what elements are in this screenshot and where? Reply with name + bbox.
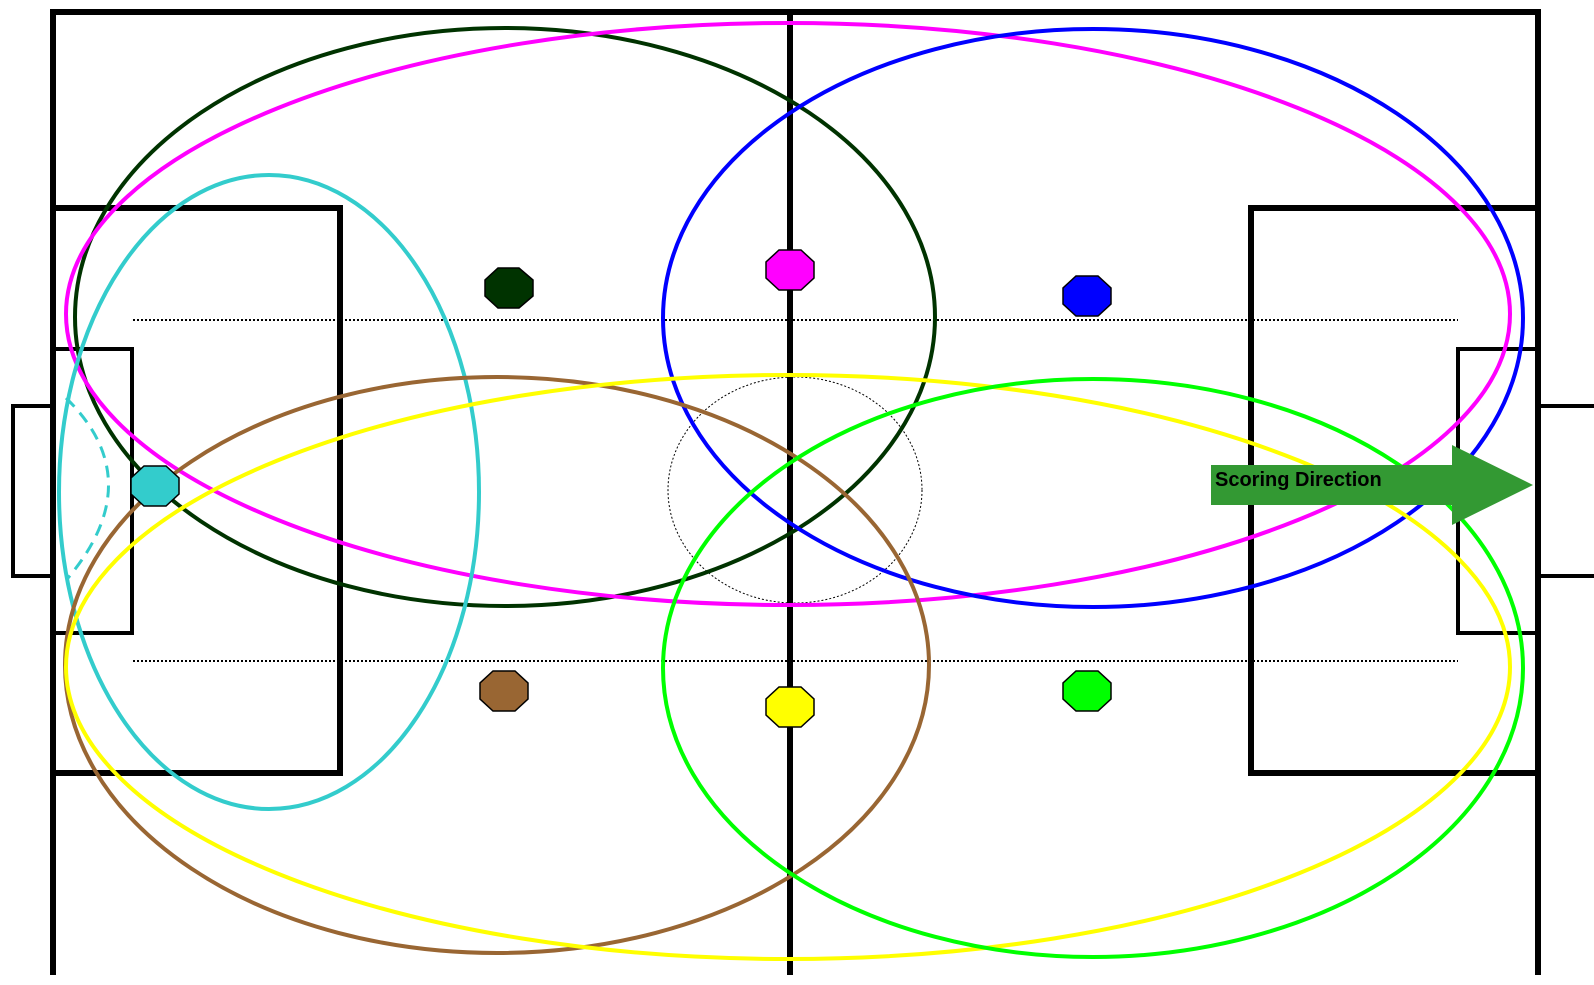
zone-green: [661, 377, 1525, 959]
zone-brown: [63, 375, 931, 955]
player-cyan: [130, 465, 180, 507]
player-markers: [130, 249, 1112, 728]
zone-blue: [661, 27, 1525, 609]
arrow-shape: [1211, 445, 1533, 525]
zone-dark-green: [73, 26, 937, 608]
player-yellow: [765, 686, 815, 728]
player-magenta: [765, 249, 815, 291]
player-green: [1062, 670, 1112, 712]
arrow-label: Scoring Direction: [1215, 469, 1382, 491]
left-penalty-area: [53, 205, 343, 776]
zone-cyan: [57, 173, 481, 811]
player-brown: [479, 670, 529, 712]
player-dark-green: [484, 267, 534, 309]
right-goal: [1538, 404, 1594, 578]
zone-yellow: [64, 373, 1512, 961]
goalkeeper-arc: [64, 396, 110, 579]
left-goal: [11, 404, 53, 578]
player-blue: [1062, 275, 1112, 317]
field-boundary: [50, 9, 1541, 975]
zone-magenta: [64, 21, 1512, 607]
scoring-direction-arrow: Scoring Direction: [1211, 445, 1533, 525]
zone-ellipses: [57, 21, 1525, 961]
